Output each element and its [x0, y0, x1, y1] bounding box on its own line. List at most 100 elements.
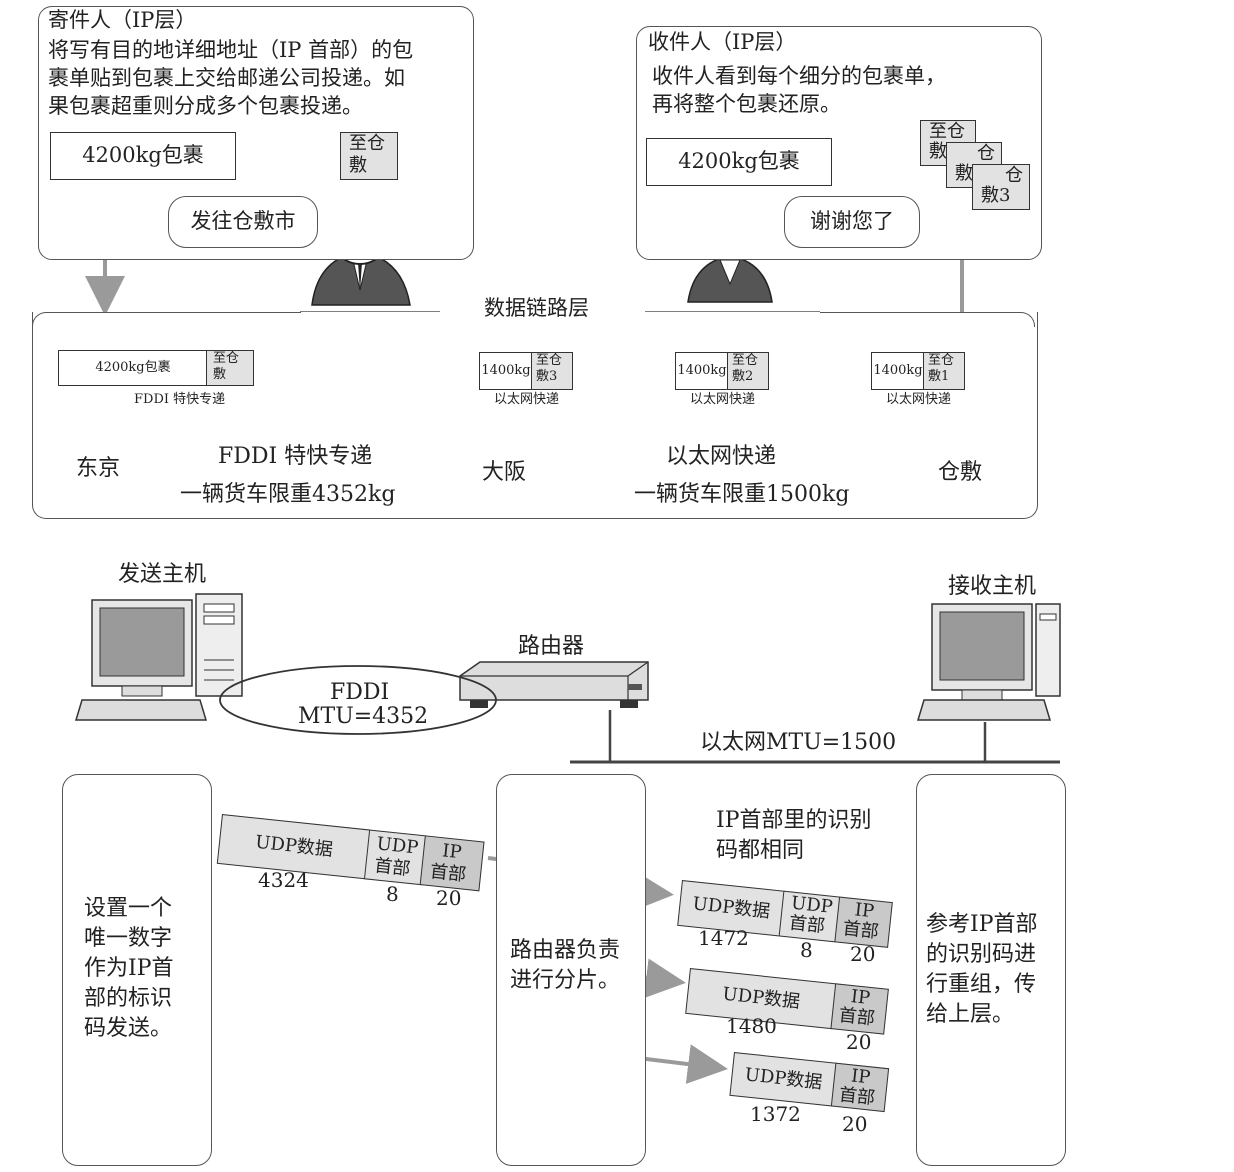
sender-desc: 将写有目的地详细地址（IP 首部）的包	[48, 38, 414, 62]
mid-note-line: 进行分片。	[510, 968, 621, 993]
left-note-line: 码发送。	[84, 1016, 173, 1041]
segment-text: UDP数据	[743, 1064, 824, 1094]
segment-text: 首部	[838, 1084, 877, 1109]
parcel-box: 4200kg包裹	[50, 132, 236, 180]
shipping-label: 至仓 敷	[340, 132, 398, 180]
datalink-panel	[32, 312, 1038, 519]
sender-title: 寄件人（IP层）	[48, 8, 197, 32]
segment-text: IP	[441, 840, 463, 864]
size-label: 20	[846, 1030, 872, 1054]
fddi-mtu: MTU=4352	[298, 704, 429, 729]
truck-cargo-text: 1400kg	[481, 363, 531, 379]
receiving-host-label: 接收主机	[948, 574, 1037, 599]
shipping-label-text: 至仓	[536, 353, 563, 368]
shipping-label-text: 敷1	[928, 369, 950, 384]
shipping-label-text: 敷	[213, 367, 227, 382]
right-note-line: 参考IP首部	[926, 912, 1038, 937]
router-icon	[459, 661, 649, 708]
right-note-line: 给上层。	[926, 1002, 1015, 1027]
truck-cargo-text: 1400kg	[677, 363, 727, 379]
shipping-label-text: 敷2	[732, 369, 754, 384]
panel-corner	[820, 312, 1035, 327]
truck-service: FDDI 特快专递	[134, 392, 226, 407]
left-note-line: 设置一个	[84, 896, 173, 921]
panel-corner	[32, 312, 301, 327]
truck-cargo-text: 1400kg	[873, 363, 923, 379]
right-note-line: 的识别码进	[926, 942, 1037, 967]
shipping-label: 仓 敷3	[972, 164, 1030, 210]
truck-service: 以太网快递	[494, 392, 560, 407]
shipping-label-text: 敷3	[536, 369, 558, 384]
size-label: 1480	[726, 1014, 777, 1038]
datalink-title: 数据链路层	[484, 296, 589, 320]
size-label: 1472	[698, 926, 749, 950]
ip-header-segment: IP 首部	[419, 835, 485, 892]
ethernet-mtu: 以太网MTU=1500	[700, 730, 897, 755]
shipping-label-text: 至仓	[732, 353, 759, 368]
sending-computer-icon	[74, 593, 243, 721]
speech-text: 发往仓敷市	[190, 209, 296, 234]
mid-note-line: 路由器负责	[510, 938, 621, 963]
truck-cargo: 1400kg	[479, 352, 533, 390]
shipping-label-text: 敷	[349, 155, 367, 176]
segment-text: 首部	[841, 918, 880, 943]
shipping-label-text: 仓	[1005, 165, 1023, 186]
left-note-line: 部的标识	[84, 986, 173, 1011]
route-service: 以太网快递	[666, 444, 777, 469]
truck-service: 以太网快递	[886, 392, 952, 407]
middle-note-box	[496, 774, 646, 1166]
segment-text: UDP数据	[721, 983, 801, 1013]
city-tokyo: 东京	[76, 456, 121, 481]
segment-text: 首部	[373, 855, 412, 880]
ip-header-segment: IP 首部	[834, 896, 893, 948]
route-limit: 一辆货车限重1500kg	[634, 482, 850, 507]
shipping-label: 至仓 敷3	[531, 352, 573, 390]
parcel-label: 4200kg包裹	[82, 143, 204, 168]
left-note-line: 作为IP首	[84, 956, 174, 981]
udp-data-segment: UDP数据	[729, 1052, 838, 1107]
segment-text: 首部	[837, 1004, 876, 1030]
router-label: 路由器	[518, 634, 585, 659]
size-label: 8	[386, 882, 399, 906]
truck-service: 以太网快递	[690, 392, 756, 407]
sender-desc: 果包裹超重则分成多个包裹投递。	[48, 94, 363, 118]
segment-text: 首部	[788, 912, 826, 938]
shipping-label: 至仓 敷2	[727, 352, 769, 390]
truck-cargo-text: 4200kg包裹	[95, 360, 171, 376]
size-label: 20	[850, 942, 876, 966]
shipping-label: 至仓 敷	[206, 350, 254, 386]
right-note-line: 行重组，传	[926, 972, 1037, 997]
speech-text: 谢谢您了	[810, 209, 894, 234]
ip-header-segment: IP 首部	[830, 1062, 890, 1113]
parcel-box: 4200kg包裹	[646, 138, 832, 186]
size-label: 20	[436, 886, 462, 910]
shipping-label-text: 仓	[977, 143, 995, 164]
receiver-desc: 收件人看到每个细分的包裹单，	[652, 64, 946, 88]
sending-host-label: 发送主机	[118, 562, 207, 587]
ip-header-segment: IP 首部	[830, 983, 889, 1035]
shipping-label-text: 敷3	[981, 185, 1011, 206]
receiving-computer-icon	[916, 603, 1061, 721]
fddi-label: FDDI	[330, 680, 390, 705]
left-note-box	[62, 774, 212, 1166]
truck-cargo: 1400kg	[871, 352, 925, 390]
segment-text: UDP数据	[691, 893, 772, 923]
fddi-ring	[219, 665, 497, 735]
segment-text: 首部	[429, 861, 468, 886]
segment-text: UDP数据	[254, 831, 334, 861]
id-note: IP首部里的识别	[716, 808, 872, 833]
speech-bubble: 发往仓敷市	[168, 196, 318, 248]
left-note-line: 唯一数字	[84, 926, 173, 951]
udp-header-segment: UDP 首部	[363, 829, 427, 886]
shipping-label-text: 至仓	[928, 353, 955, 368]
shipping-label-text: 至仓	[929, 121, 965, 142]
speech-bubble: 谢谢您了	[784, 196, 920, 248]
route-service: FDDI 特快专递	[218, 444, 373, 469]
udp-header-segment: UDP 首部	[778, 890, 842, 943]
parcel-label: 4200kg包裹	[678, 149, 800, 174]
size-label: 4324	[258, 868, 309, 892]
truck-cargo: 4200kg包裹	[58, 350, 208, 386]
size-label: 1372	[750, 1102, 801, 1126]
size-label: 8	[800, 938, 813, 962]
id-note: 码都相同	[716, 838, 805, 863]
